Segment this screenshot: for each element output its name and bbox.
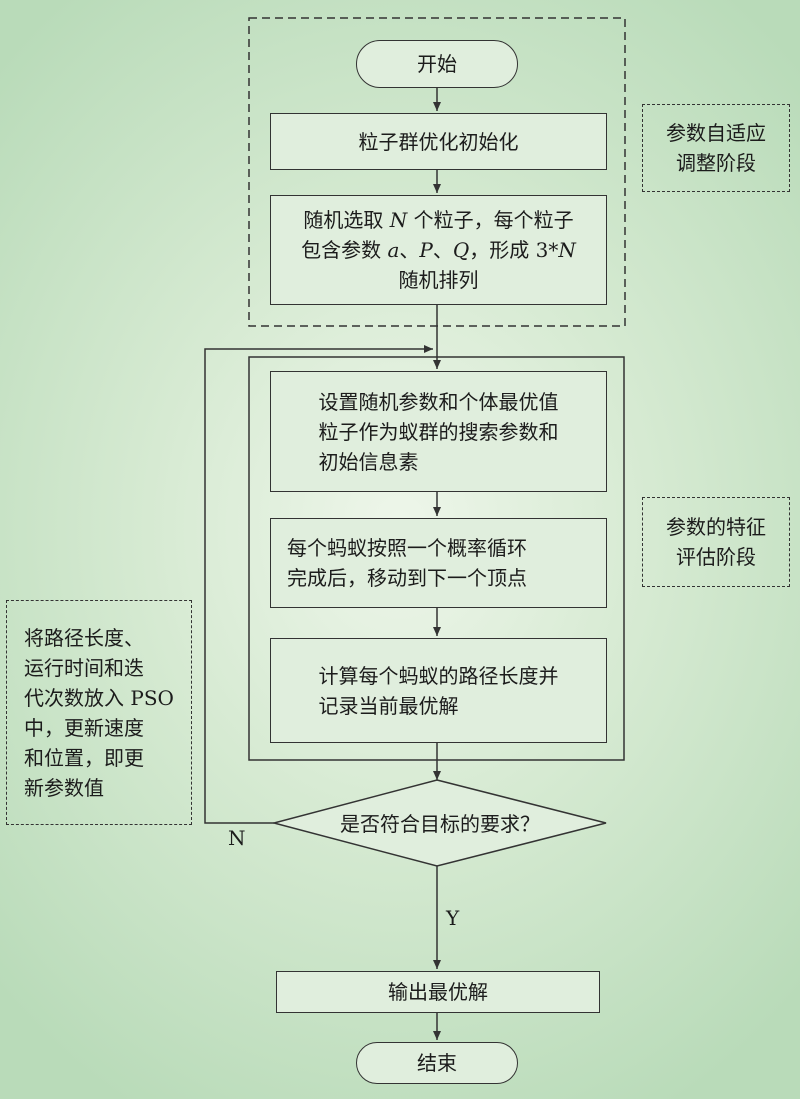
- set-params-text: 设置随机参数和个体最优值: [318, 389, 559, 414]
- no-label: N: [228, 826, 246, 850]
- note-text: 运行时间和迭: [24, 655, 145, 680]
- var-a: a: [387, 238, 400, 262]
- calc-path-text: 记录当前最优解: [318, 693, 459, 718]
- set-params-step: 设置随机参数和个体最优值 粒子作为蚁群的搜索参数和 初始信息素: [270, 371, 607, 492]
- set-params-text: 粒子作为蚁群的搜索参数和: [318, 419, 559, 444]
- random-select-text: 随机排列: [398, 268, 479, 292]
- random-select-text: ，形成 3*: [469, 238, 559, 262]
- separator: 、: [432, 238, 453, 262]
- set-params-text: 初始信息素: [318, 449, 419, 474]
- var-p: P: [419, 238, 433, 262]
- ant-move-step: 每个蚂蚁按照一个概率循环 完成后，移动到下一个顶点: [270, 518, 607, 608]
- calc-path-step: 计算每个蚂蚁的路径长度并 记录当前最优解: [270, 638, 607, 743]
- random-select-text: 包含参数: [301, 238, 388, 262]
- random-select-text: 随机选取: [303, 208, 390, 232]
- note-text: 和位置，即更: [24, 745, 145, 770]
- ant-move-text: 完成后，移动到下一个顶点: [287, 566, 527, 590]
- start-terminal: 开始: [356, 40, 518, 88]
- note-text: 中，更新速度: [24, 715, 145, 740]
- separator: 、: [399, 238, 420, 262]
- note-text: 参数自适应: [666, 121, 766, 145]
- var-n: N: [389, 208, 408, 232]
- note-text: 新参数值: [24, 775, 105, 800]
- pso-init-step: 粒子群优化初始化: [270, 113, 607, 170]
- pso-init-label: 粒子群优化初始化: [358, 129, 519, 154]
- note-text: 评估阶段: [676, 545, 756, 569]
- random-select-step: 随机选取 N 个粒子，每个粒子 包含参数 a、P、Q，形成 3*N 随机排列: [270, 195, 607, 305]
- random-select-text: 个粒子，每个粒子: [407, 208, 574, 232]
- note-text: 参数的特征: [666, 515, 766, 539]
- output-step: 输出最优解: [276, 971, 600, 1013]
- note-evaluation-stage: 参数的特征 评估阶段: [642, 497, 790, 587]
- yes-label: Y: [446, 906, 460, 930]
- output-label: 输出最优解: [388, 980, 488, 1004]
- note-text: 代次数放入 PSO: [24, 685, 174, 710]
- end-terminal: 结束: [356, 1042, 518, 1084]
- decision-label: 是否符合目标的要求？: [340, 811, 540, 836]
- decision-diamond: [271, 779, 607, 867]
- calc-path-text: 计算每个蚂蚁的路径长度并: [318, 663, 559, 688]
- var-n: N: [558, 238, 576, 262]
- note-update-params: 将路径长度、 运行时间和迭 代次数放入 PSO 中，更新速度 和位置，即更 新参…: [6, 600, 192, 825]
- note-text: 调整阶段: [676, 151, 756, 175]
- note-adaptive-stage: 参数自适应 调整阶段: [642, 104, 790, 192]
- note-text: 将路径长度、: [24, 625, 145, 650]
- var-q: Q: [452, 238, 470, 262]
- start-label: 开始: [417, 52, 457, 76]
- ant-move-text: 每个蚂蚁按照一个概率循环: [287, 536, 527, 560]
- end-label: 结束: [417, 1051, 457, 1075]
- arrow-feedback-loop: [204, 345, 433, 824]
